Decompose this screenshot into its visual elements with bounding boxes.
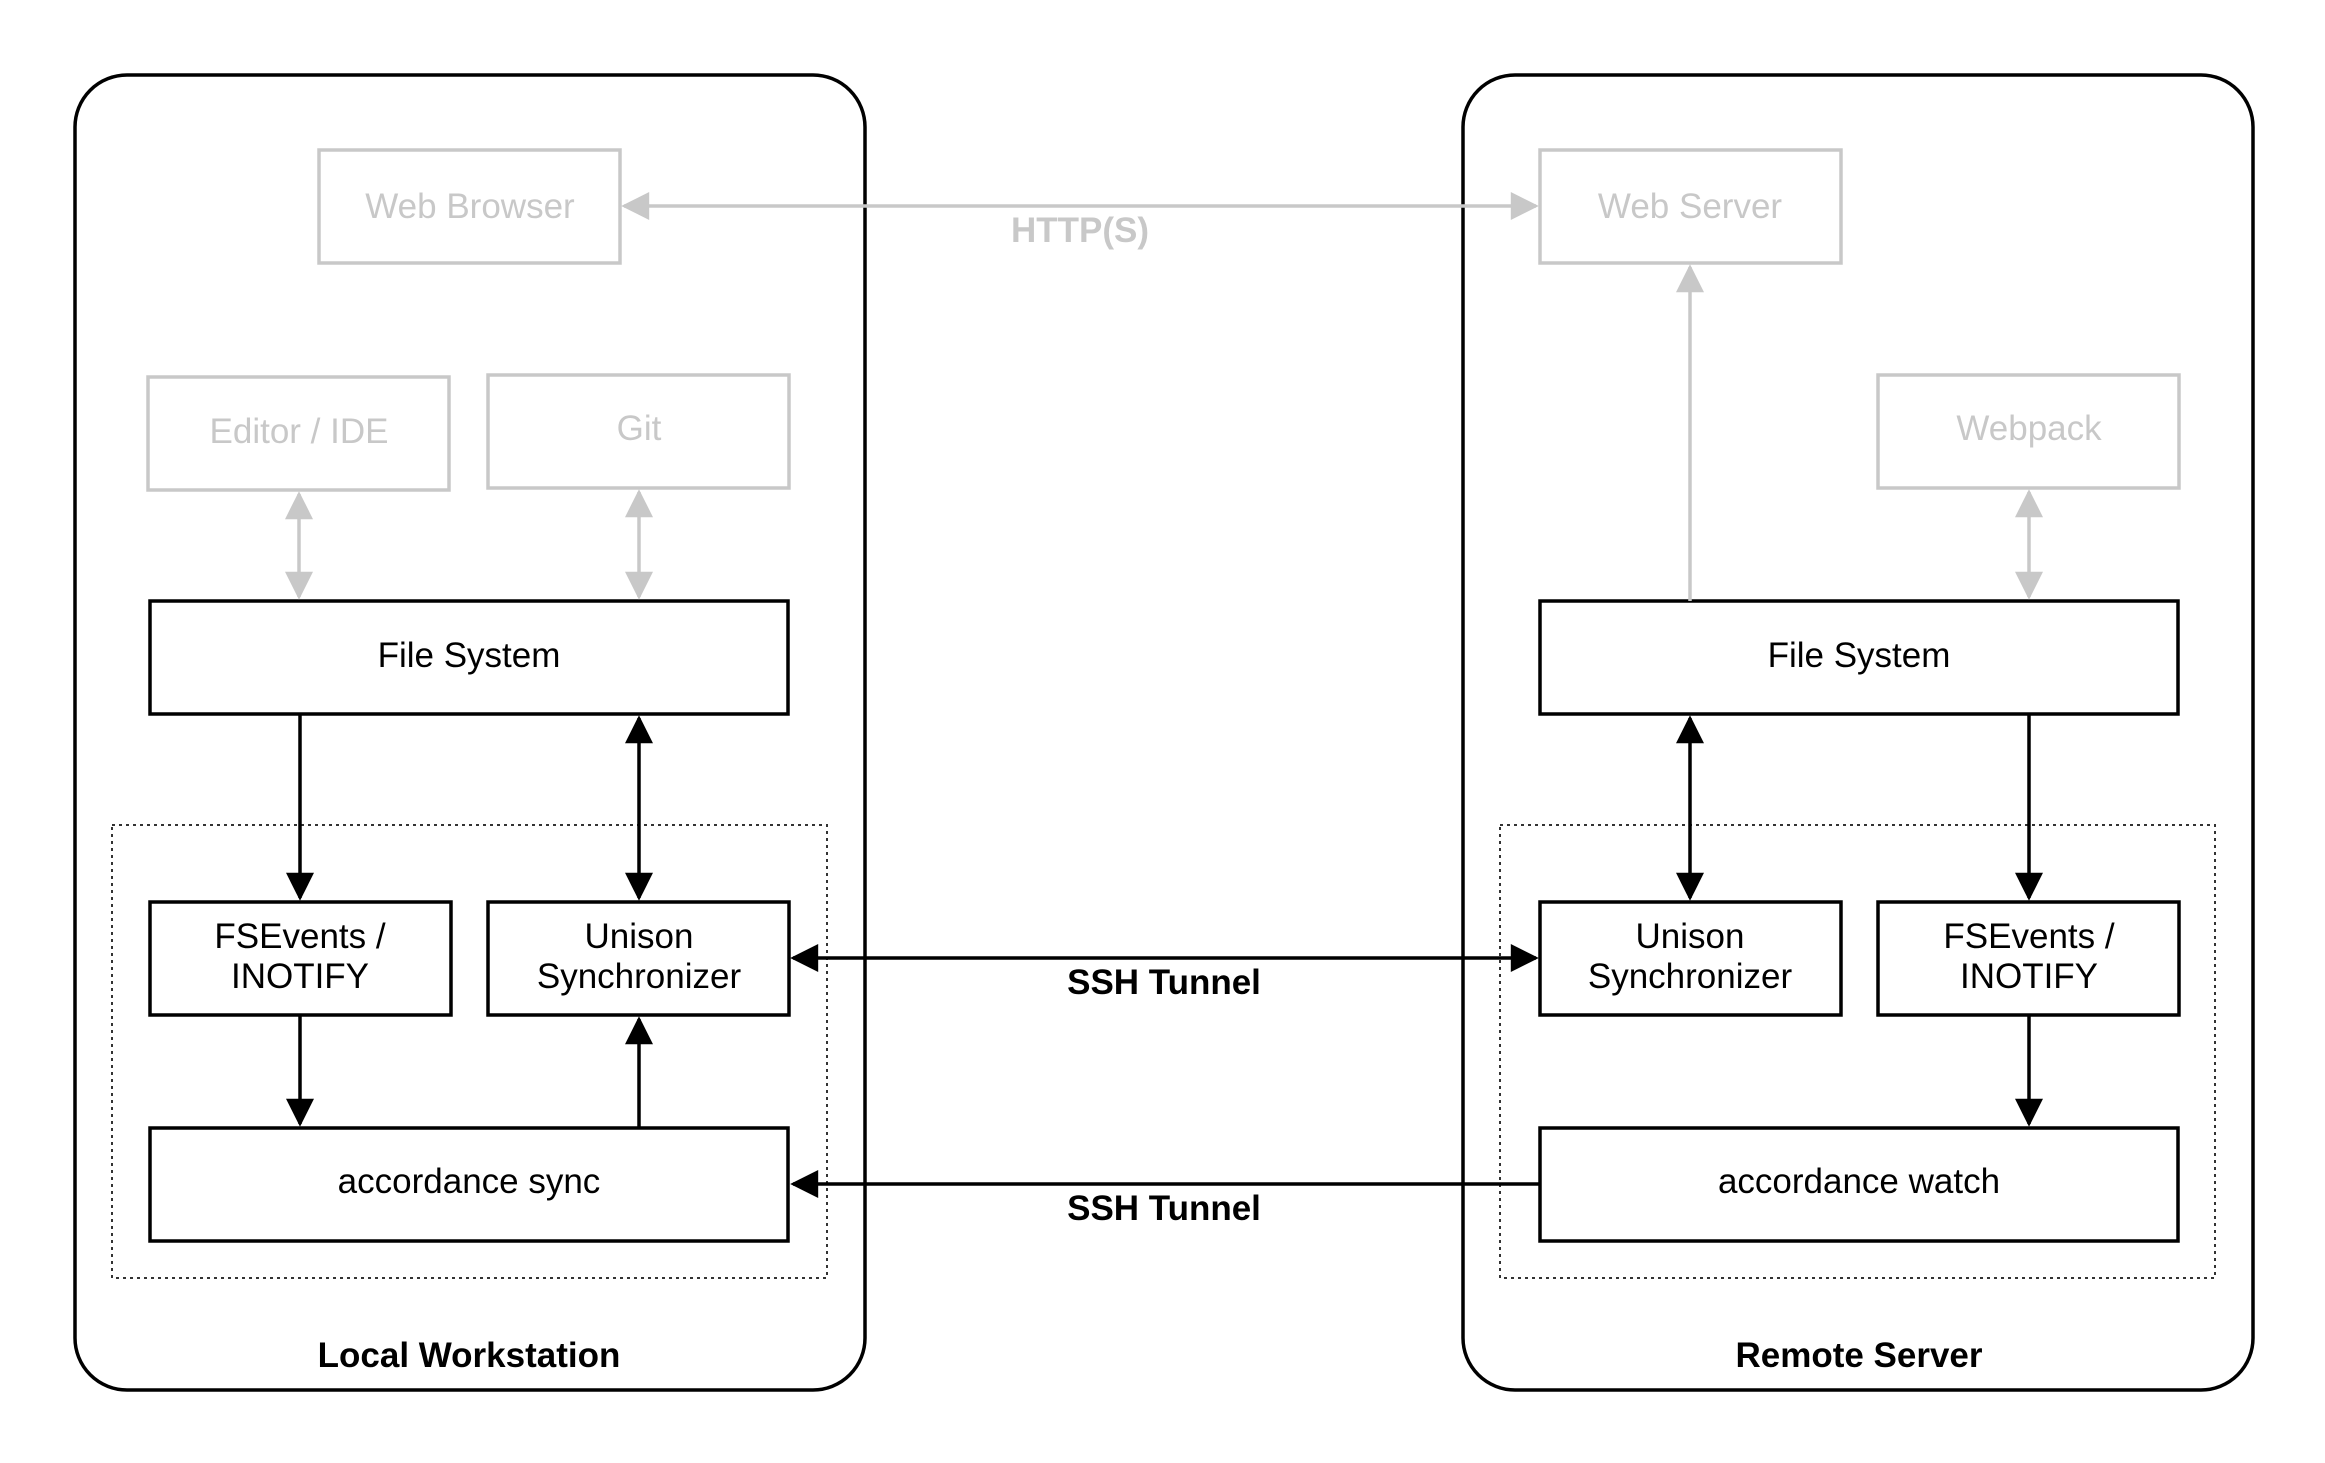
remote-server-container — [1461, 73, 2255, 1392]
remote-sync-group — [1499, 824, 2216, 1279]
local-fsevents-label-1: FSEvents / — [214, 917, 385, 956]
local-unison-label-1: Unison — [585, 917, 694, 956]
web-server-box — [1538, 148, 1843, 265]
remote-fsevents-label-2: INOTIFY — [1960, 957, 2098, 996]
remote-unison-label-2: Synchronizer — [1588, 957, 1793, 996]
git-box — [486, 373, 791, 490]
local-workstation-title: Local Workstation — [318, 1336, 621, 1375]
editor-ide-label: Editor / IDE — [210, 412, 389, 451]
editor-ide-box — [146, 375, 451, 492]
ssh-tunnel-label-2: SSH Tunnel — [1067, 1189, 1261, 1228]
remote-unison-label-1: Unison — [1636, 917, 1745, 956]
remote-fsevents-label-1: FSEvents / — [1943, 917, 2114, 956]
local-sync-group — [111, 824, 828, 1279]
local-unison-box — [486, 900, 791, 1017]
ssh-tunnel-label-1: SSH Tunnel — [1067, 963, 1261, 1002]
accordance-watch-box — [1538, 1126, 2180, 1243]
local-fsevents-label-2: INOTIFY — [231, 957, 369, 996]
local-workstation-container — [73, 73, 867, 1392]
local-fsevents-box — [148, 900, 453, 1017]
web-browser-box — [317, 148, 622, 265]
http-label: HTTP(S) — [1011, 211, 1149, 250]
webpack-label: Webpack — [1956, 409, 2102, 448]
local-unison-label-2: Synchronizer — [537, 957, 742, 996]
remote-unison-box — [1538, 900, 1843, 1017]
local-file-system-box — [148, 599, 790, 716]
remote-server-title: Remote Server — [1735, 1336, 1982, 1375]
remote-fsevents-box — [1876, 900, 2181, 1017]
git-label: Git — [617, 409, 662, 448]
web-server-label: Web Server — [1598, 187, 1782, 226]
accordance-sync-box — [148, 1126, 790, 1243]
local-file-system-label: File System — [378, 636, 561, 675]
accordance-sync-label: accordance sync — [338, 1162, 601, 1201]
remote-file-system-label: File System — [1768, 636, 1951, 675]
accordance-watch-label: accordance watch — [1718, 1162, 2000, 1201]
remote-file-system-box — [1538, 599, 2180, 716]
webpack-box — [1876, 373, 2181, 490]
web-browser-label: Web Browser — [365, 187, 575, 226]
